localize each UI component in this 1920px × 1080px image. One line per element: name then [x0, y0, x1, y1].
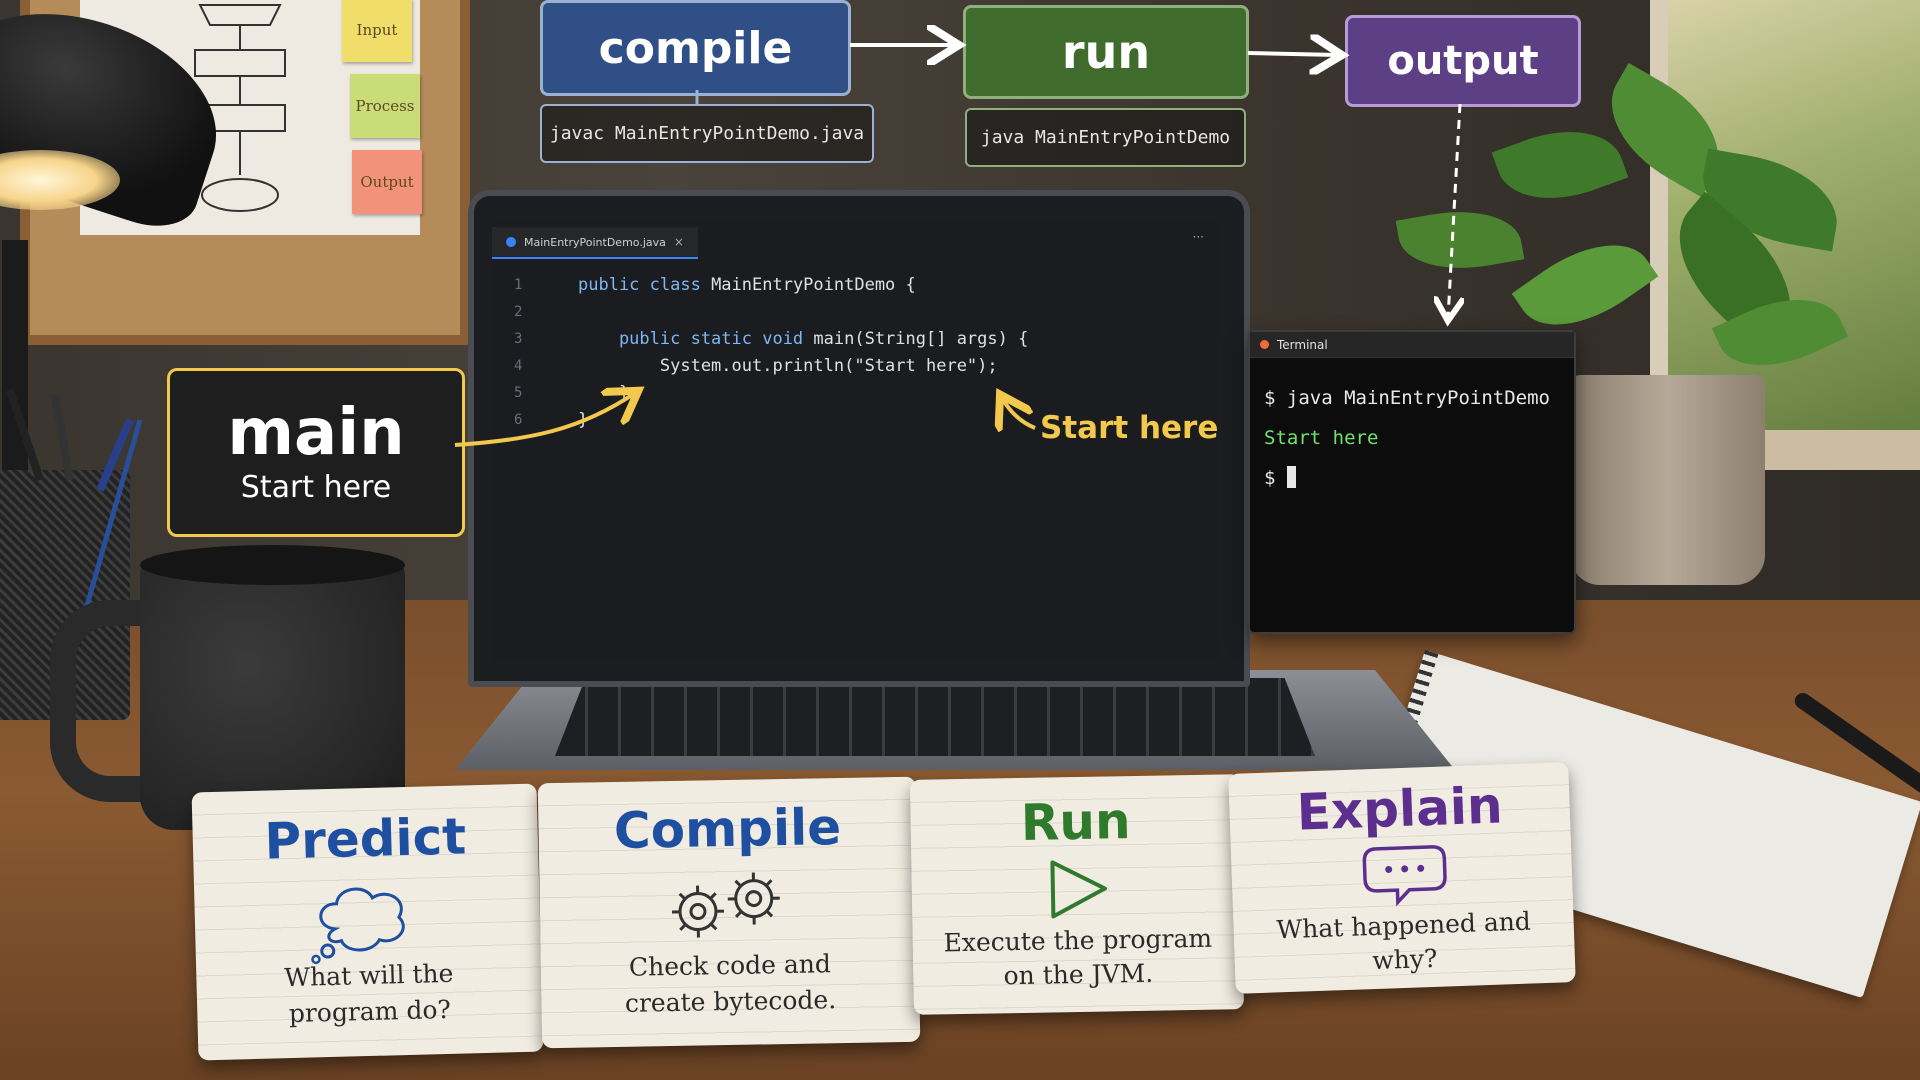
code-keyword: public static void — [578, 329, 804, 349]
laptop-keyboard — [555, 678, 1315, 756]
thought-bubble-icon — [311, 887, 405, 965]
play-icon — [1050, 860, 1107, 919]
sticky-note-process: Process — [350, 74, 420, 138]
terminal-body[interactable]: $ java MainEntryPointDemo Start here $ — [1264, 378, 1550, 498]
card-title: Run — [1020, 792, 1132, 852]
line-number: 6 — [514, 412, 523, 428]
code-line: } — [578, 380, 1198, 407]
code-area[interactable]: public class MainEntryPointDemo { public… — [578, 272, 1198, 434]
line-number: 4 — [514, 358, 523, 374]
main-callout-subtitle: Start here — [240, 469, 392, 505]
code-line: public class MainEntryPointDemo { — [578, 272, 1198, 299]
terminal-status-dot-icon — [1260, 340, 1269, 349]
card-description-line: create bytecode. — [624, 985, 837, 1018]
code-line — [578, 299, 1198, 326]
coffee-mug — [140, 555, 405, 830]
compile-command: javac MainEntryPointDemo.java — [540, 104, 874, 163]
card-explain: Explain What happened and why? — [1228, 762, 1576, 994]
code-text: MainEntryPointDemo { — [700, 275, 916, 295]
code-line: public static void main(String[] args) { — [578, 326, 1198, 353]
card-run: Run Execute the program on the JVM. — [909, 774, 1245, 1015]
card-description-line: program do? — [288, 994, 452, 1029]
card-predict: Predict What will the program do? — [191, 783, 544, 1061]
terminal-command-line: $ java MainEntryPointDemo — [1264, 387, 1550, 409]
terminal-title-bar: Terminal — [1250, 332, 1574, 358]
line-number: 5 — [514, 385, 523, 401]
editor-more-icon[interactable]: ··· — [1192, 230, 1204, 244]
terminal-prompt-line: $ — [1264, 458, 1550, 498]
code-text: } — [578, 410, 589, 430]
line-number: 2 — [514, 304, 523, 320]
code-text: } — [578, 383, 630, 403]
card-description-line: on the JVM. — [1003, 958, 1154, 991]
sticky-note-input: Input — [342, 0, 412, 62]
output-step-box: output — [1345, 15, 1581, 107]
compile-step-box: compile — [540, 0, 851, 96]
plant-pot — [1570, 375, 1765, 585]
main-callout: main Start here — [167, 368, 465, 537]
editor-tab[interactable]: MainEntryPointDemo.java × — [492, 227, 698, 259]
editor-tab-label: MainEntryPointDemo.java — [524, 235, 666, 249]
main-callout-title: main — [227, 395, 405, 470]
card-compile: Compile Check code and create bytecode. — [537, 776, 921, 1049]
coffee-mug-rim — [140, 545, 405, 585]
code-line: System.out.println("Start here"); — [578, 353, 1198, 380]
tab-close-icon[interactable]: × — [673, 235, 684, 249]
terminal-output-line: Start here — [1264, 427, 1379, 449]
java-file-icon — [506, 237, 516, 247]
code-keyword: public class — [578, 275, 701, 295]
run-command: java MainEntryPointDemo — [965, 108, 1246, 167]
code-text: System.out.println("Start here"); — [578, 356, 998, 376]
start-here-annotation: Start here — [1040, 410, 1219, 446]
line-number: 1 — [514, 277, 523, 293]
terminal-title: Terminal — [1277, 337, 1328, 352]
chat-bubble-icon — [1362, 845, 1447, 907]
terminal-prompt: $ — [1264, 467, 1276, 489]
terminal-window[interactable]: Terminal $ java MainEntryPointDemo Start… — [1248, 330, 1576, 634]
card-title: Compile — [613, 798, 842, 860]
run-step-box: run — [963, 5, 1249, 99]
flowchart-drawing — [194, 4, 286, 212]
sticky-note-output: Output — [352, 150, 422, 214]
terminal-cursor — [1286, 466, 1296, 488]
card-title: Predict — [263, 807, 467, 871]
code-text: main(String[] args) { — [803, 329, 1029, 349]
line-number-gutter: 1 2 3 4 5 6 — [514, 272, 544, 434]
card-title: Explain — [1295, 776, 1504, 842]
gears-icon — [671, 872, 780, 938]
line-number: 3 — [514, 331, 523, 347]
